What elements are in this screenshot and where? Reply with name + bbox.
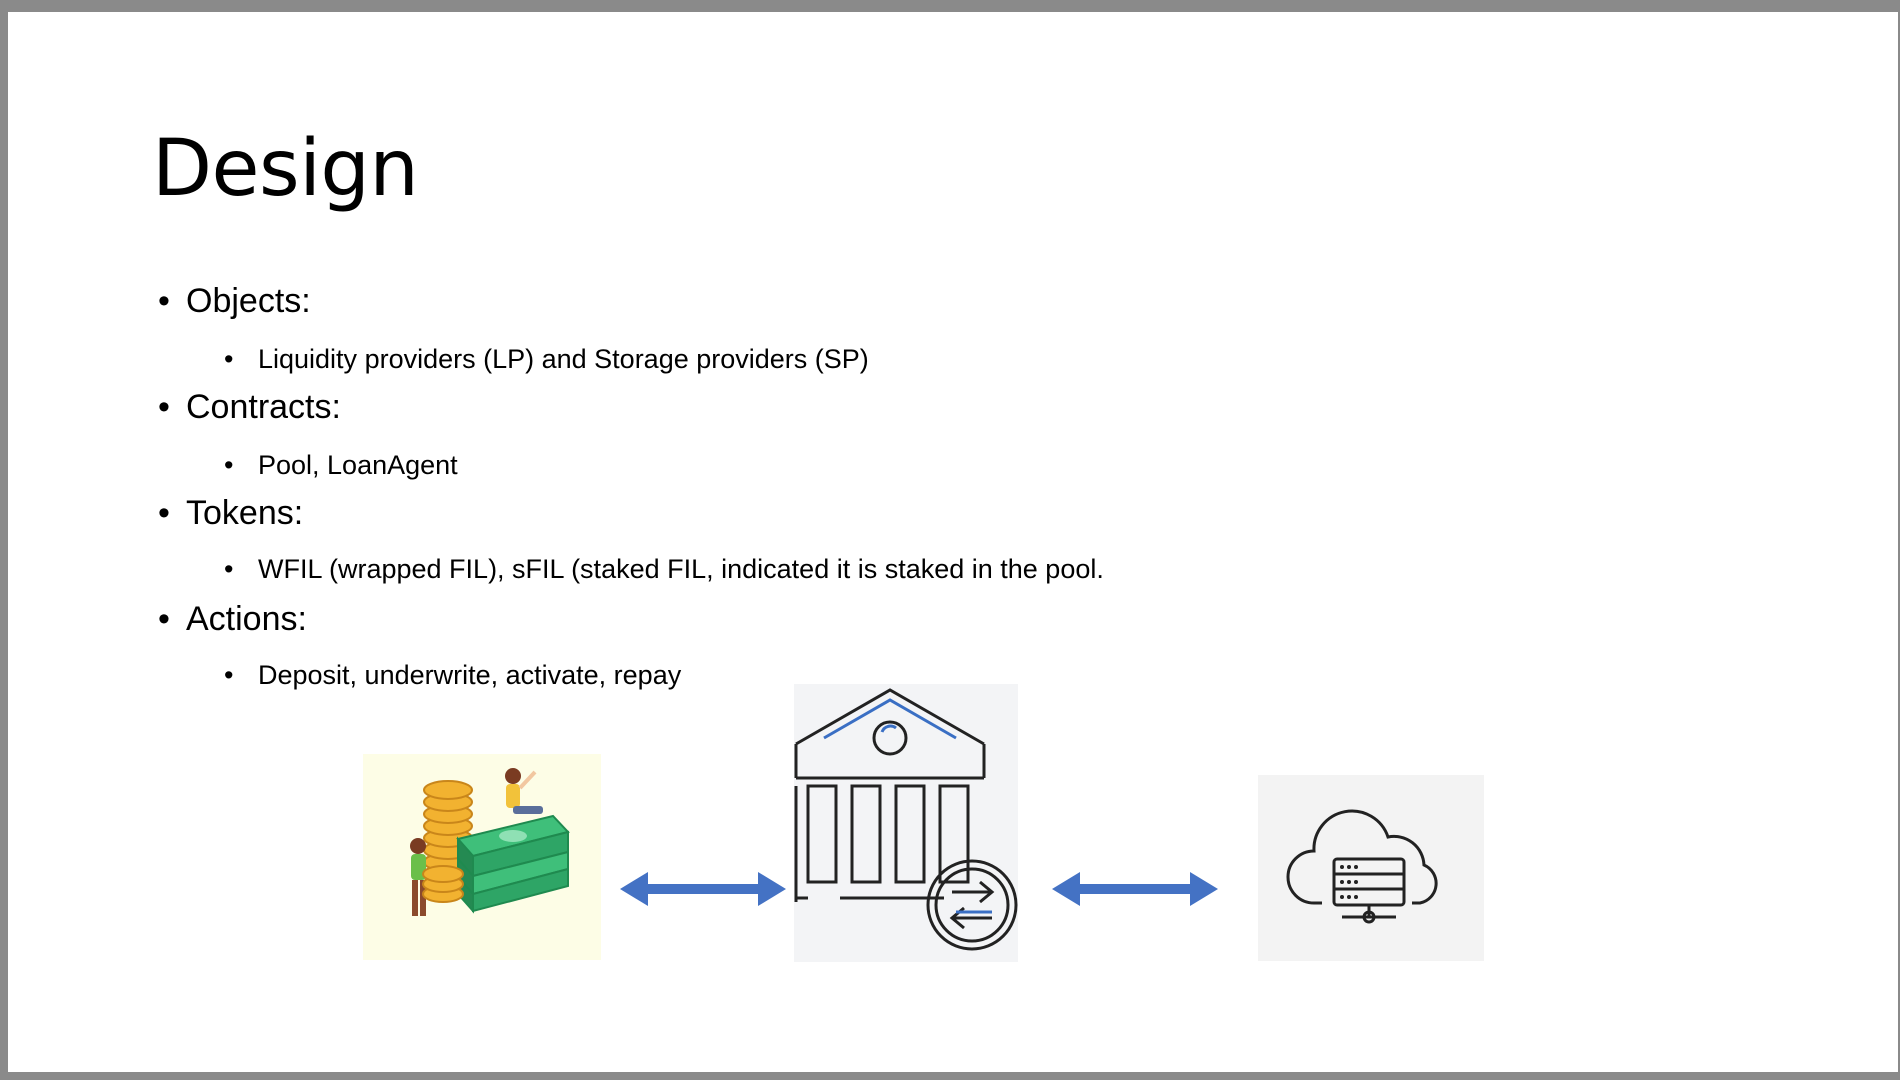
slide: Design • Objects: • Liquidity providers … [8,12,1898,1072]
bullet-dot: • [158,282,170,320]
sub-bullet-text: Deposit, underwrite, activate, repay [258,660,682,690]
bidirectional-arrow-icon [620,872,786,906]
cloud-server-icon [1286,809,1438,924]
bullet-dot: • [158,494,170,532]
bullet-heading: Actions: [186,600,307,638]
bullet-heading: Tokens: [186,494,304,532]
bullet-dot: • [224,554,234,584]
sub-bullet-text: Pool, LoanAgent [258,450,458,480]
bidirectional-arrow-icon [1052,872,1218,906]
bullet-dot: • [224,660,234,690]
bullet-heading: Objects: [186,282,311,320]
liquidity-providers-image [363,754,601,960]
sub-bullet-text: WFIL (wrapped FIL), sFIL (staked FIL, in… [258,554,1104,584]
bullet-dot: • [224,344,234,374]
bullet-dot: • [224,450,234,480]
slide-title: Design [152,124,419,214]
bullet-heading: Contracts: [186,388,341,426]
storage-providers-image [1258,775,1484,961]
bullet-dot: • [158,600,170,638]
money-people-illustration-icon [410,768,570,916]
bullet-dot: • [158,388,170,426]
sub-bullet-text: Liquidity providers (LP) and Storage pro… [258,344,869,374]
pool-image [794,684,1018,962]
bank-exchange-icon [794,688,1018,951]
